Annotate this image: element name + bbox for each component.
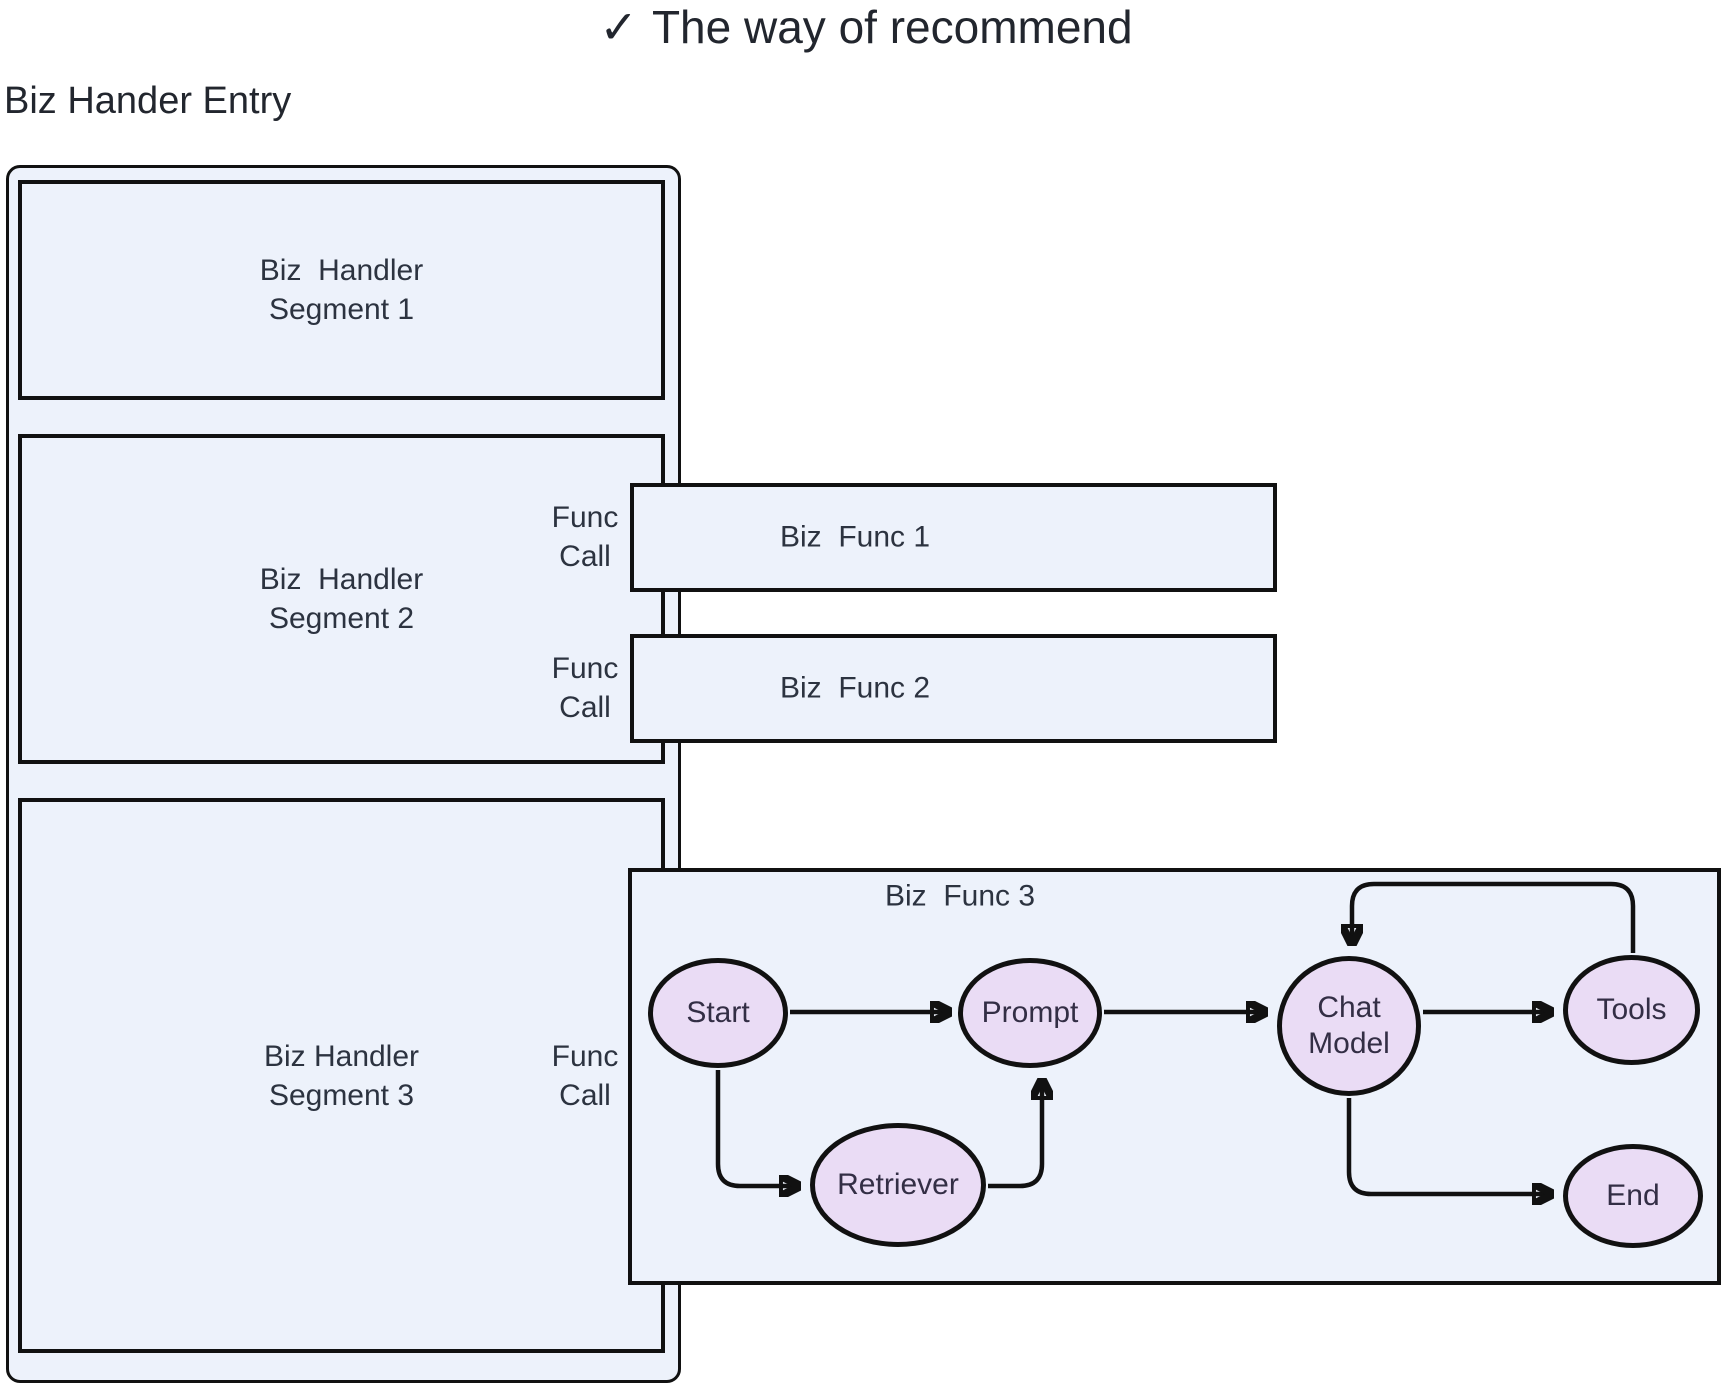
page-title-text: The way of recommend: [651, 1, 1133, 53]
segment-box-2: Biz Handler Segment 2: [18, 434, 665, 764]
func-call-label-2: Func Call: [551, 652, 619, 724]
biz-handler-entry-label: Biz Hander Entry: [4, 80, 292, 122]
node-start-label: Start: [686, 996, 750, 1029]
node-tools-label: Tools: [1596, 993, 1667, 1026]
segment-1-label: Biz Handler Segment 1: [259, 254, 424, 326]
node-prompt: Prompt: [958, 958, 1102, 1068]
node-chat-model-label: Chat Model: [1308, 991, 1390, 1060]
biz-func-2-box: [630, 634, 1277, 743]
node-prompt-label: Prompt: [981, 996, 1079, 1029]
biz-func-3-box: [628, 868, 1721, 1285]
segment-3-label: Biz Handler Segment 3: [263, 1039, 420, 1112]
node-tools: Tools: [1563, 955, 1700, 1065]
func-call-label-1: Func Call: [551, 501, 619, 573]
biz-func-3-label: Biz Func 3: [884, 879, 1036, 913]
page-title: ✓ The way of recommend: [599, 0, 1132, 54]
node-start: Start: [648, 958, 788, 1068]
func-call-label-3: Func Call: [551, 1040, 619, 1112]
node-chat-model: Chat Model: [1277, 956, 1421, 1096]
node-retriever-label: Retriever: [837, 1168, 959, 1201]
node-end: End: [1563, 1144, 1703, 1248]
biz-func-2-label: Biz Func 2: [779, 671, 931, 705]
node-end-label: End: [1606, 1179, 1660, 1212]
biz-func-1-label: Biz Func 1: [779, 520, 931, 554]
check-icon: ✓: [599, 1, 638, 53]
biz-func-1-box: [630, 483, 1277, 592]
segment-box-1: Biz Handler Segment 1: [18, 180, 665, 400]
node-retriever: Retriever: [810, 1123, 986, 1247]
segment-2-label: Biz Handler Segment 2: [259, 563, 424, 635]
